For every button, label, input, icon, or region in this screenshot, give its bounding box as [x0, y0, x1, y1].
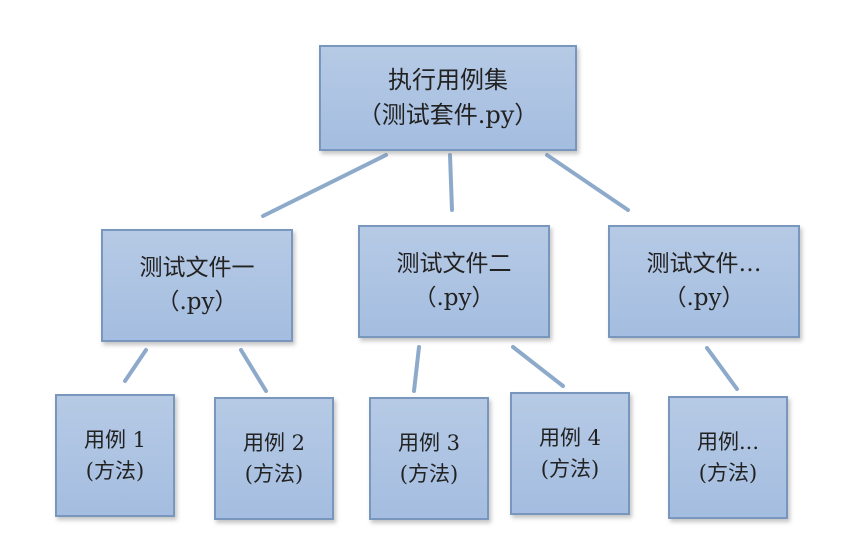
connector-root-file-2 — [448, 153, 454, 212]
test-case-title: 用例 1 — [83, 428, 147, 453]
test-file-title: 测试文件二 — [396, 251, 512, 278]
test-case-node-2: 用例 2 (方法) — [214, 397, 334, 520]
connector-root-file-3 — [545, 153, 630, 212]
root-node-title: 执行用例集 — [388, 66, 508, 95]
root-node-subtitle: （测试套件.py） — [357, 101, 539, 129]
test-case-title: 用例 2 — [242, 431, 306, 456]
test-file-title: 测试文件… — [646, 251, 762, 278]
connector-file-3-case-5 — [705, 346, 739, 391]
test-case-node-3: 用例 3 (方法) — [369, 397, 489, 520]
test-case-title: 用例 3 — [397, 431, 461, 456]
connector-file-1-case-2 — [239, 348, 268, 393]
test-case-node-4: 用例 4 (方法) — [510, 392, 630, 515]
test-file-extension: （.py） — [413, 284, 495, 311]
test-file-extension: （.py） — [156, 288, 238, 315]
test-case-title: 用例... — [696, 430, 760, 455]
test-file-node-more: 测试文件… （.py） — [608, 225, 800, 338]
connector-file-1-case-1 — [123, 348, 148, 383]
test-case-type: (方法) — [244, 461, 304, 486]
test-case-node-more: 用例... (方法) — [668, 396, 788, 519]
test-file-node-1: 测试文件一 （.py） — [101, 229, 293, 342]
connector-file-2-case-4 — [511, 345, 565, 388]
connector-file-2-case-3 — [412, 345, 421, 393]
test-case-type: (方法) — [698, 460, 758, 485]
test-file-extension: （.py） — [663, 284, 745, 311]
connector-root-file-1 — [261, 153, 388, 218]
test-case-type: (方法) — [85, 458, 145, 483]
test-file-node-2: 测试文件二 （.py） — [358, 225, 550, 338]
test-case-title: 用例 4 — [538, 426, 602, 451]
root-node-test-suite: 执行用例集 （测试套件.py） — [319, 45, 577, 151]
test-case-type: (方法) — [399, 461, 459, 486]
test-case-node-1: 用例 1 (方法) — [55, 394, 175, 517]
test-case-type: (方法) — [540, 456, 600, 481]
test-file-title: 测试文件一 — [139, 255, 255, 282]
